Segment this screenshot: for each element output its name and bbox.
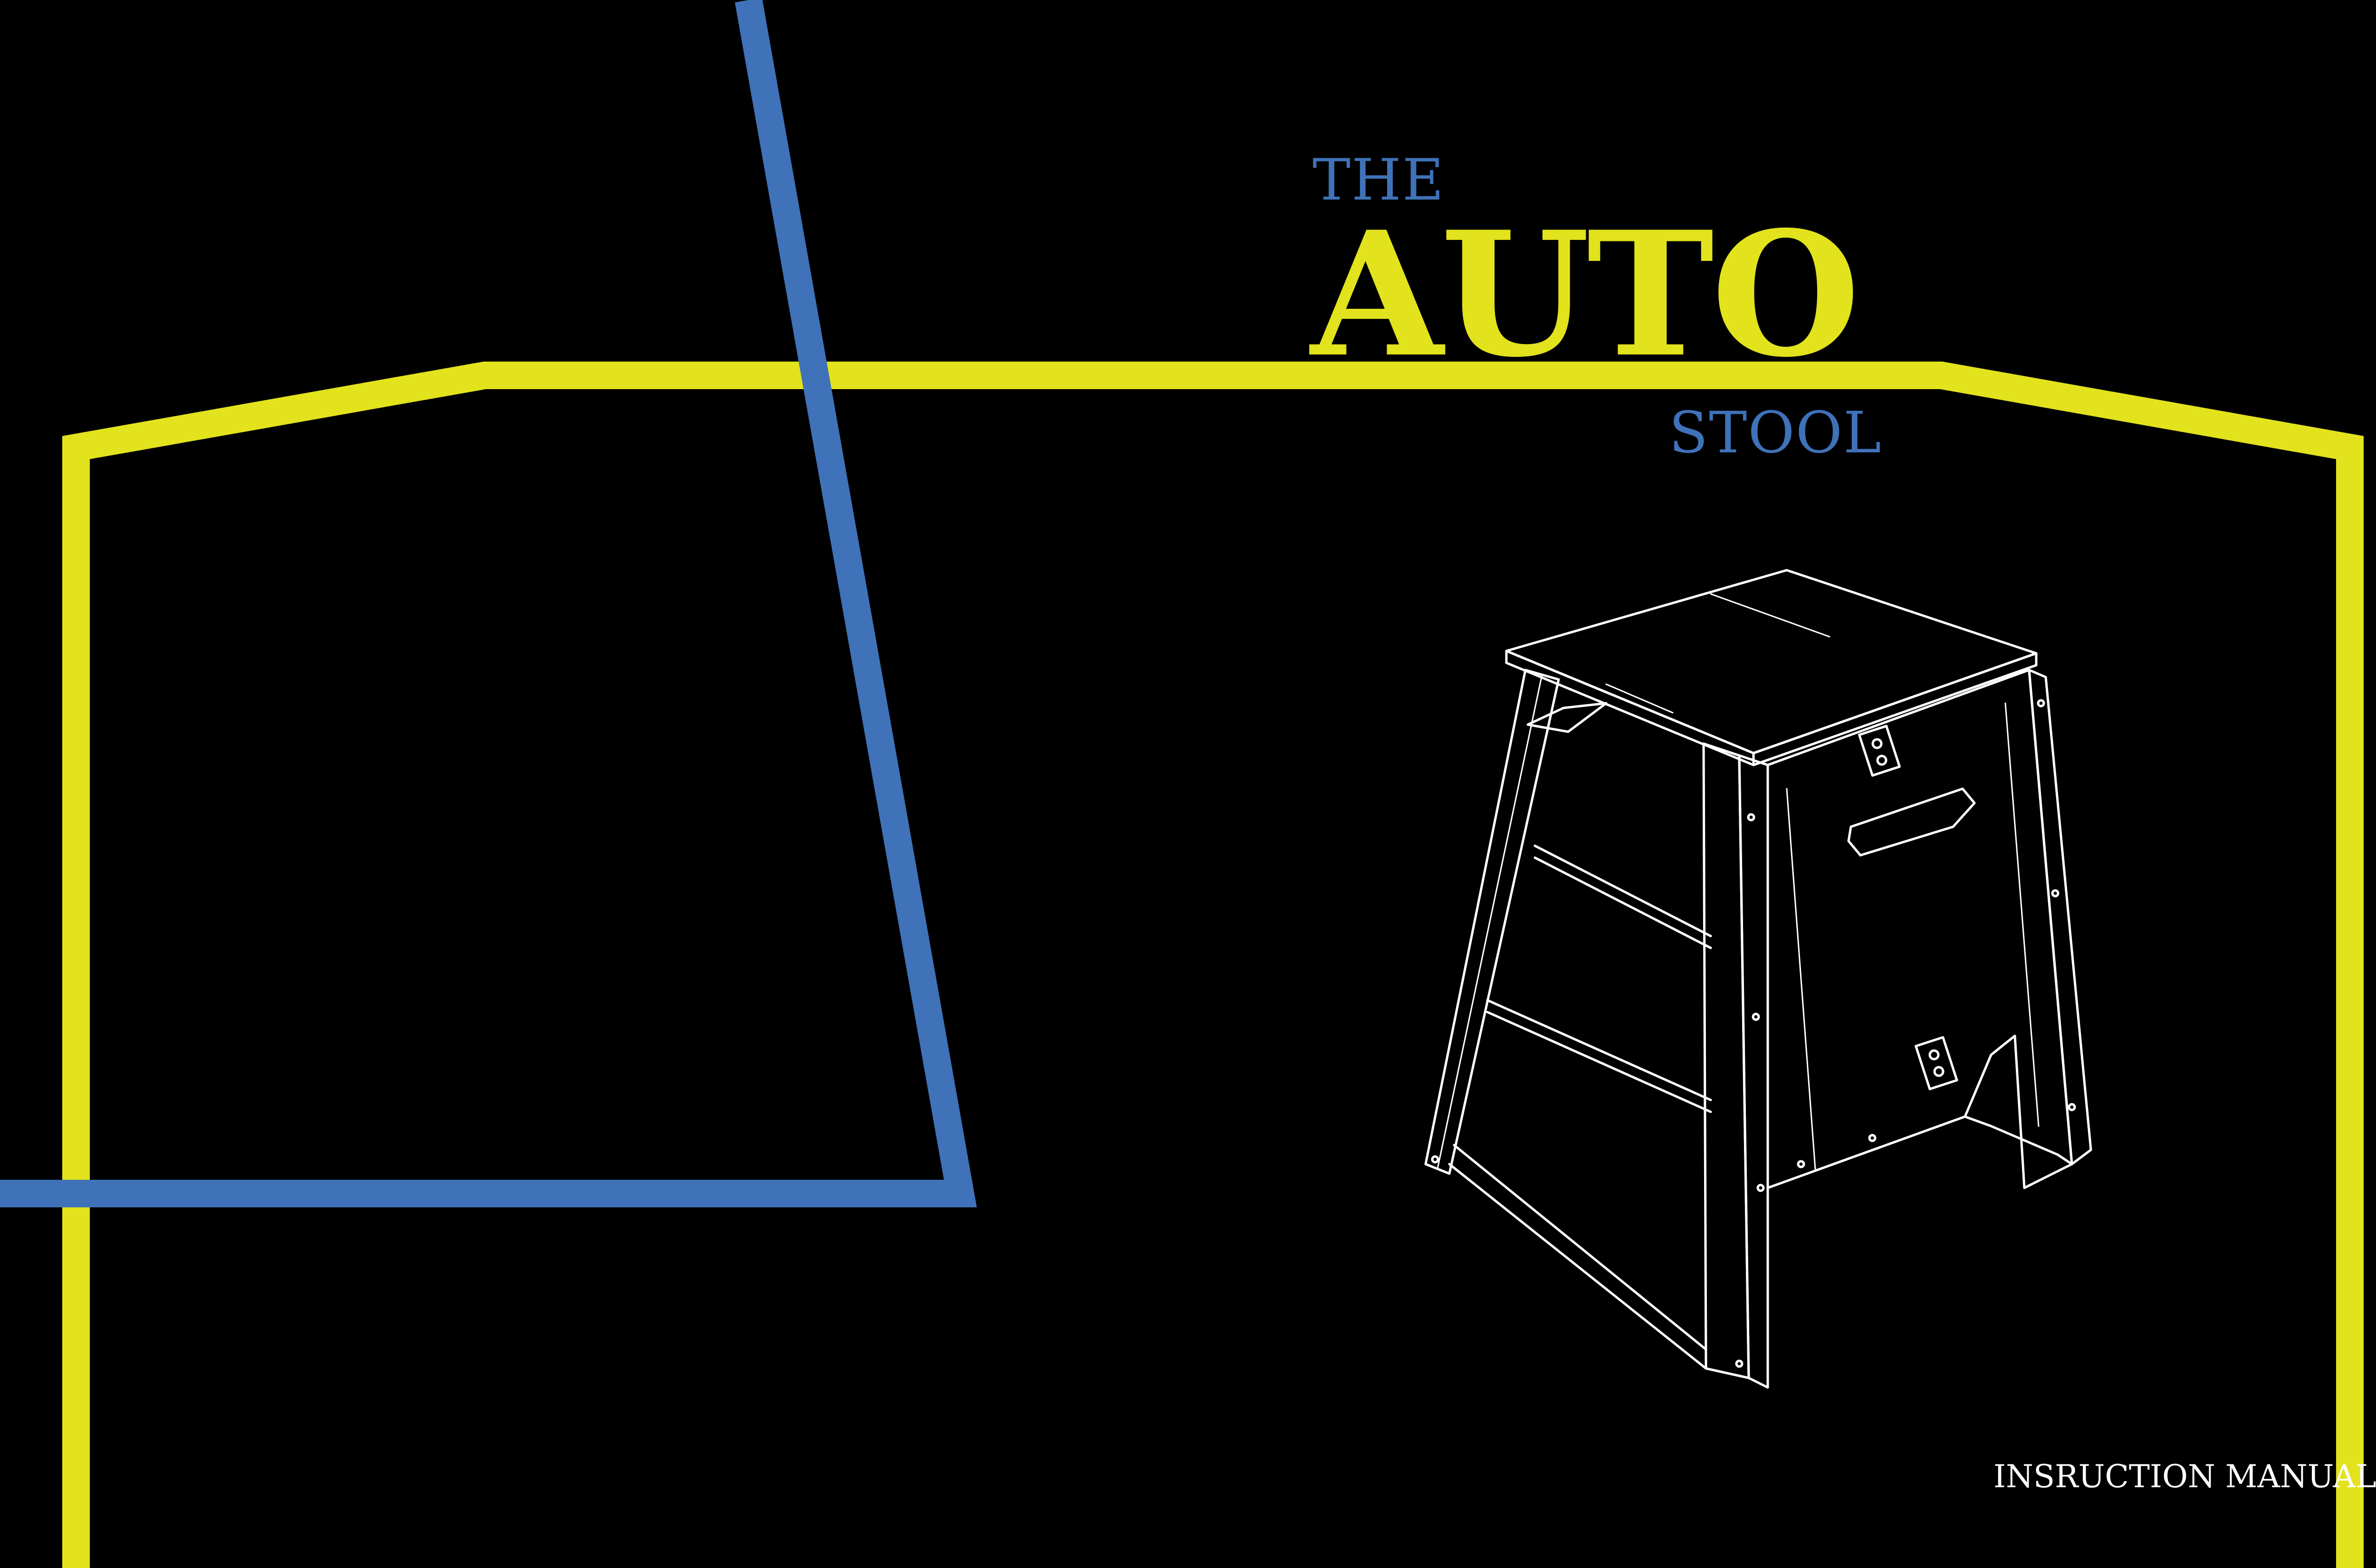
blue-accent-line (0, 0, 977, 1207)
title-auto: AUTO (1311, 194, 1860, 395)
title-the: THE (1313, 147, 1445, 213)
instruction-manual-label: INSRUCTION MANUAL (1993, 1458, 2376, 1495)
title-stool: STOOL (1669, 400, 1882, 466)
stool-line-drawing-icon (1424, 569, 2092, 1389)
yellow-frame-line (62, 362, 2364, 1568)
